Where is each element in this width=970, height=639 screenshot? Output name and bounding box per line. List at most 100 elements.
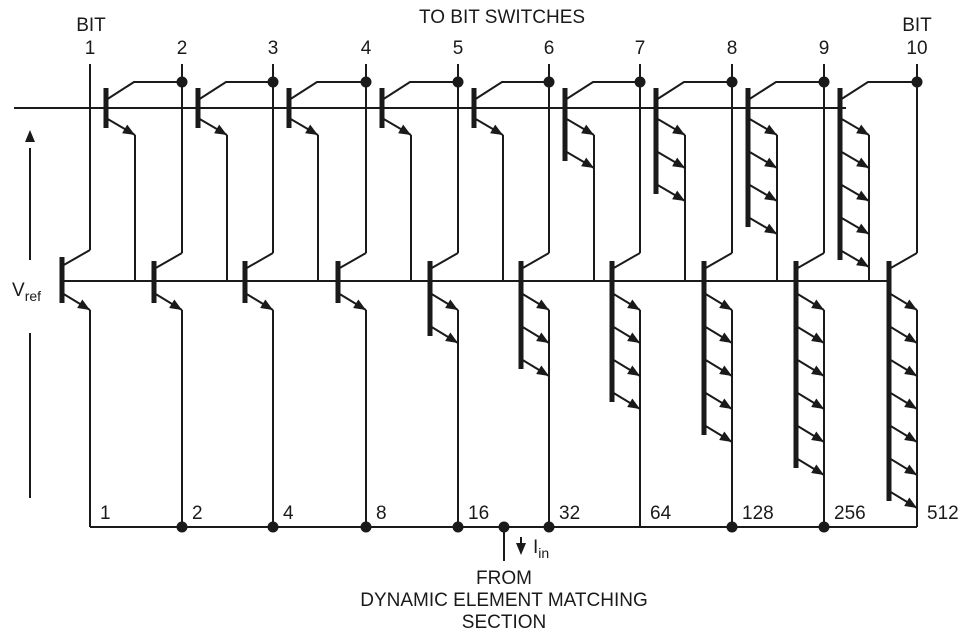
upper-emitter-arrow-icon <box>856 157 869 168</box>
lower-collector-lead <box>244 252 274 270</box>
upper-transistor-base-bar <box>379 88 385 128</box>
bit-weight-label: 4 <box>283 503 294 524</box>
lower-emitter-arrow-icon <box>904 398 917 409</box>
lower-emitter-arrow-icon <box>627 299 640 310</box>
bottom-junction-dot <box>543 521 555 533</box>
lower-emitter-arrow-icon <box>260 299 273 310</box>
lower-emitter-arrow-icon <box>904 365 917 376</box>
upper-collector-lead <box>564 81 640 101</box>
lower-transistor-base-bar <box>151 261 157 303</box>
lower-emitter-arrow-icon <box>536 365 549 376</box>
lower-emitter-arrow-icon <box>811 299 824 310</box>
lower-emitter-arrow-icon <box>719 299 732 310</box>
bottom-junction-dot <box>452 521 464 533</box>
lower-transistor-base-bar <box>886 261 892 501</box>
bit-word-right: BIT <box>902 15 932 36</box>
upper-emitter-arrow-icon <box>764 223 777 234</box>
bit-weight-label: 1 <box>100 503 111 524</box>
upper-emitter-arrow-icon <box>856 190 869 201</box>
bit-weight-label: 64 <box>650 503 672 524</box>
upper-transistor-base-bar <box>745 88 751 227</box>
iin-main: I <box>533 537 538 558</box>
bit-weight-label: 256 <box>834 503 866 524</box>
lower-collector-lead <box>429 252 459 270</box>
lower-emitter-arrow-icon <box>904 431 917 442</box>
upper-emitter-arrow-icon <box>122 124 135 135</box>
bottom-junction-dot <box>176 521 188 533</box>
lower-emitter-arrow-icon <box>536 332 549 343</box>
upper-emitter-arrow-icon <box>672 190 685 201</box>
lower-emitter-arrow-icon <box>627 398 640 409</box>
iin-label: Iin <box>533 537 549 561</box>
iin-direction-arrow-icon <box>516 543 526 555</box>
lower-emitter-arrow-icon <box>353 299 366 310</box>
labels: TO BIT SWITCHES BIT BIT Vref Iin FROM DY… <box>12 7 959 633</box>
upper-emitter-arrow-icon <box>305 124 318 135</box>
upper-emitter-arrow-icon <box>764 124 777 135</box>
title-to-bit-switches: TO BIT SWITCHES <box>419 7 585 28</box>
upper-emitter-arrow-icon <box>490 124 503 135</box>
lower-emitter-arrow-icon <box>719 431 732 442</box>
lower-emitter-arrow-icon <box>811 365 824 376</box>
lower-emitter-arrow-icon <box>445 299 458 310</box>
lower-transistor-base-bar <box>427 261 433 336</box>
lower-emitter-arrow-icon <box>904 497 917 508</box>
lower-collector-lead <box>337 252 367 270</box>
upper-transistor-base-bar <box>103 88 109 128</box>
lower-collector-lead <box>795 252 825 270</box>
lower-collector-lead <box>703 252 733 270</box>
upper-collector-lead <box>197 81 273 101</box>
lower-emitter-arrow-icon <box>811 431 824 442</box>
upper-transistor-base-bar <box>562 88 568 161</box>
bit-weight-label: 128 <box>742 503 774 524</box>
lower-emitter-arrow-icon <box>719 332 732 343</box>
bit-number-label: 3 <box>268 38 279 59</box>
vref-arrow-up-icon <box>25 130 35 142</box>
bit-weight-label: 8 <box>376 503 387 524</box>
lower-transistor-base-bar <box>518 261 524 369</box>
lower-collector-lead <box>153 252 183 270</box>
lower-emitter-arrow-icon <box>811 332 824 343</box>
upper-transistor-base-bar <box>653 88 659 194</box>
lower-emitter-arrow-icon <box>904 332 917 343</box>
bit-number-label: 10 <box>906 38 927 59</box>
bottom-junction-dot <box>267 521 279 533</box>
lower-transistor-base-bar <box>59 257 65 303</box>
bit-number-label: 9 <box>819 38 830 59</box>
upper-emitter-arrow-icon <box>581 124 594 135</box>
lower-collector-lead <box>888 252 918 270</box>
upper-collector-lead <box>839 81 917 101</box>
transistors <box>25 81 918 555</box>
bit-number-label: 4 <box>361 38 372 59</box>
bit-number-label: 7 <box>635 38 646 59</box>
source-label-line-2: DYNAMIC ELEMENT MATCHING <box>360 590 648 611</box>
upper-collector-lead <box>747 81 824 101</box>
bit-weight-label: 16 <box>468 503 489 524</box>
upper-collector-lead <box>473 81 549 101</box>
upper-emitter-arrow-icon <box>581 157 594 168</box>
upper-transistor-base-bar <box>471 88 477 128</box>
bit-number-label: 6 <box>544 38 555 59</box>
lower-emitter-arrow-icon <box>811 398 824 409</box>
lower-emitter-arrow-icon <box>445 332 458 343</box>
iin-subscript: in <box>538 545 549 561</box>
lower-transistor-base-bar <box>242 261 248 303</box>
lower-emitter-arrow-icon <box>719 398 732 409</box>
upper-transistor-base-bar <box>837 88 843 260</box>
lower-collector-lead <box>611 252 641 270</box>
bit-number-label: 8 <box>727 38 738 59</box>
upper-emitter-arrow-icon <box>214 124 227 135</box>
bit-weight-label: 32 <box>559 503 580 524</box>
bottom-junction-dot <box>726 521 738 533</box>
source-label-line-3: SECTION <box>462 612 546 633</box>
lower-emitter-arrow-icon <box>811 464 824 475</box>
lower-emitter-arrow-icon <box>719 365 732 376</box>
upper-emitter-arrow-icon <box>764 190 777 201</box>
vref-subscript: ref <box>25 288 41 304</box>
lower-transistor-base-bar <box>793 261 799 468</box>
lower-collector-lead <box>61 249 91 267</box>
upper-emitter-arrow-icon <box>856 256 869 267</box>
lower-transistor-base-bar <box>701 261 707 435</box>
lower-emitter-arrow-icon <box>77 299 90 310</box>
vref-main: V <box>12 280 25 301</box>
